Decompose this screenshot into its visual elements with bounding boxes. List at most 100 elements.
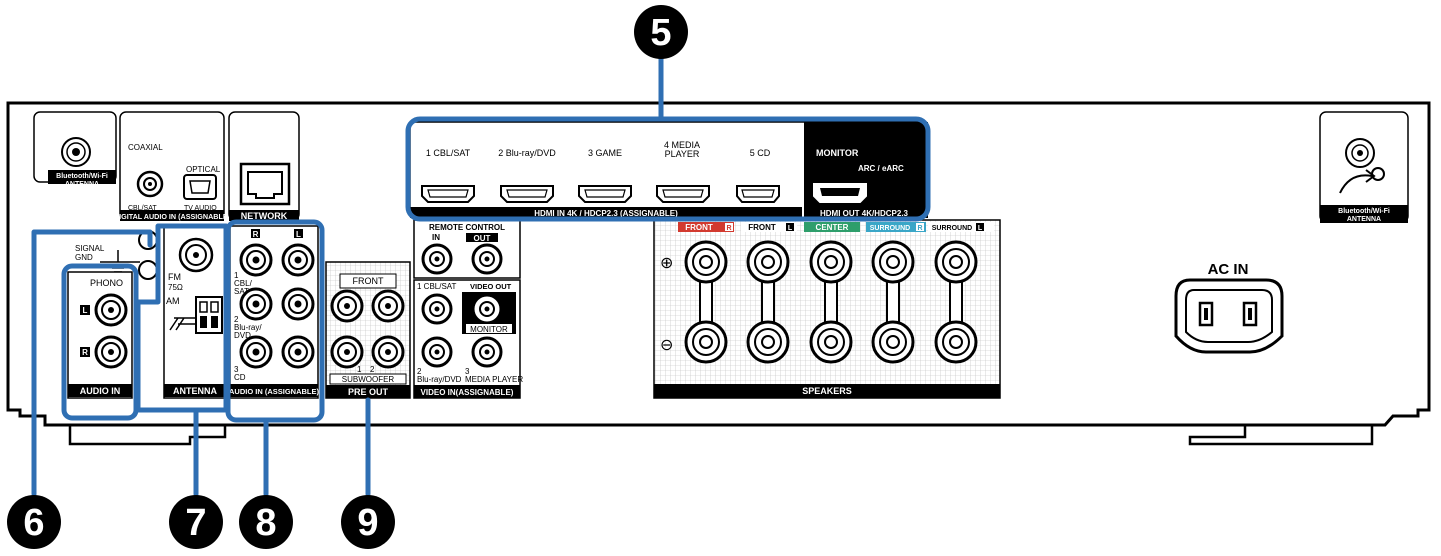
speaker-plus-symbol: ⊕ [660, 255, 673, 272]
audio-src1-name: CBL/ [234, 279, 253, 288]
tv-audio-label: TV AUDIO [184, 205, 217, 212]
video-in-2-jack[interactable] [421, 336, 453, 368]
phono-jack-r[interactable] [94, 335, 128, 369]
fm-label: FM [168, 272, 181, 282]
phono-audio-in-section: PHONO L R AUDIO IN [67, 271, 133, 399]
audio-assignable-r-label: R [253, 230, 259, 239]
speaker-front-r-tag: R [726, 225, 731, 232]
am-antenna-terminal[interactable] [169, 296, 223, 334]
callout-8-badge: 8 [239, 495, 293, 549]
pre-out-section: FRONT 1 2 SUBWOOFER PRE OUT [325, 261, 411, 399]
remote-in-jack[interactable] [421, 243, 453, 275]
signal-gnd-label-2: GND [75, 253, 93, 262]
audio-src1-name2: SAT [234, 287, 249, 296]
audio-src3-num: 3 [234, 365, 239, 374]
bt-antenna-right: Bluetooth/Wi-Fi ANTENNA [1319, 111, 1409, 223]
hdmi-section: 1 CBL/SAT 2 Blu-ray/DVD 3 GAME 4 MEDIA P… [409, 121, 929, 219]
signal-gnd-label-1: SIGNAL [75, 244, 105, 253]
speaker-terminal-center[interactable] [809, 240, 853, 364]
pre-out-sub-2[interactable] [371, 335, 405, 369]
remote-out-jack[interactable] [471, 243, 503, 275]
callout-7-badge: 7 [169, 495, 223, 549]
phono-jack-l[interactable] [94, 293, 128, 327]
audio-src1-num: 1 [234, 271, 239, 280]
bt-antenna-left: Bluetooth/Wi-Fi ANTENNA [33, 111, 117, 188]
remote-in-label: IN [432, 233, 440, 242]
phono-r-label: R [82, 348, 88, 357]
speaker-surround-l-tag: L [978, 225, 983, 232]
speaker-terminal-front-r[interactable] [684, 240, 728, 364]
pre-out-sub-1[interactable] [330, 335, 364, 369]
audio-src2-num: 2 [234, 315, 239, 324]
ac-in-section: AC IN [1174, 261, 1284, 354]
video-monitor-label: MONITOR [470, 325, 508, 334]
hdmi-input-4-label-line2: PLAYER [665, 149, 700, 159]
phono-label: PHONO [90, 278, 123, 288]
hdmi-ports [421, 185, 780, 203]
highlight-audio-assignable [225, 219, 325, 423]
audio-in-assignable-section: R L 1 CBL/ SAT 2 Blu-ray/ DVD 3 CD AUDIO… [229, 225, 320, 399]
remote-video-section: REMOTE CONTROL IN OUT 1 CBL/SAT VIDEO OU… [413, 219, 523, 399]
optical-jack[interactable] [183, 174, 217, 200]
audio-src2-name: Blu-ray/ [234, 323, 262, 332]
bt-antenna-right-label2: ANTENNA [1347, 216, 1381, 223]
audio-jack-3r[interactable] [239, 335, 273, 369]
hdmi-input-5-label: 5 CD [750, 148, 771, 158]
speaker-center-label: CENTER [816, 223, 849, 232]
video-in-3-name: MEDIA PLAYER [465, 375, 523, 384]
pre-out-label: PRE OUT [348, 387, 389, 397]
subwoofer-1-label: 1 [357, 365, 362, 374]
fm-antenna-jack[interactable] [178, 237, 214, 273]
audio-jack-1r[interactable] [239, 243, 273, 277]
hdmi-input-2-label: 2 Blu-ray/DVD [498, 148, 556, 158]
video-in-1-jack[interactable] [421, 293, 453, 325]
speaker-terminal-surround-l[interactable] [934, 240, 978, 364]
callout-8: 8 [255, 502, 276, 544]
subwoofer-label: SUBWOOFER [342, 375, 395, 384]
callout-6: 6 [23, 502, 44, 544]
speaker-front-l-label: FRONT [748, 223, 776, 232]
video-in-3-jack[interactable] [471, 336, 503, 368]
speaker-terminals [684, 240, 978, 364]
subwoofer-2-label: 2 [370, 365, 375, 374]
hdmi-input-1-label: 1 CBL/SAT [426, 148, 471, 158]
speakers-label: SPEAKERS [802, 386, 852, 396]
ac-in-socket[interactable] [1174, 278, 1284, 354]
audio-in-label: AUDIO IN [80, 386, 121, 396]
speaker-front-r-label: FRONT [685, 223, 713, 232]
hdmi-in-label: HDMI IN 4K / HDCP2.3 (ASSIGNABLE) [534, 209, 678, 218]
coaxial-label: COAXIAL [128, 143, 163, 152]
bt-antenna-right-label1: Bluetooth/Wi-Fi [1338, 208, 1390, 215]
speaker-terminal-front-l[interactable] [746, 240, 790, 364]
speaker-terminal-surround-r[interactable] [871, 240, 915, 364]
video-in-3-num: 3 [465, 367, 470, 376]
speaker-front-l-tag: L [788, 225, 793, 232]
remote-control-label: REMOTE CONTROL [429, 223, 505, 232]
network-label: NETWORK [241, 211, 288, 221]
remote-out-label: OUT [474, 234, 491, 243]
callout-9-badge: 9 [341, 495, 395, 549]
audio-jack-2r[interactable] [239, 287, 273, 321]
antenna-label: ANTENNA [173, 386, 217, 396]
audio-jack-3l[interactable] [281, 335, 315, 369]
hdmi-input-4-label: 4 MEDIA [664, 140, 700, 150]
network-section: NETWORK [228, 111, 300, 221]
callout-5-badge: 5 [634, 5, 688, 59]
callout-9: 9 [357, 502, 378, 544]
audio-jack-1l[interactable] [281, 243, 315, 277]
video-in-2-num: 2 [417, 367, 422, 376]
optical-label: OPTICAL [186, 165, 221, 174]
pre-out-front-label: FRONT [353, 276, 384, 286]
right-foot [1188, 425, 1374, 446]
bt-antenna-left-label2: ANTENNA [65, 181, 99, 188]
pre-out-front-r[interactable] [330, 289, 364, 323]
video-out-jack[interactable] [471, 293, 503, 325]
audio-jack-2l[interactable] [281, 287, 315, 321]
speaker-surround-l-label: SURROUND [932, 225, 972, 232]
audio-in-assignable-label: AUDIO IN (ASSIGNABLE) [229, 387, 320, 396]
pre-out-front-l[interactable] [371, 289, 405, 323]
antenna-section: FM 75Ω AM ANTENNA [163, 225, 227, 399]
digital-audio-section-label: DIGITAL AUDIO IN (ASSIGNABLE) [114, 212, 231, 221]
fm-ohm-label: 75Ω [168, 283, 183, 292]
